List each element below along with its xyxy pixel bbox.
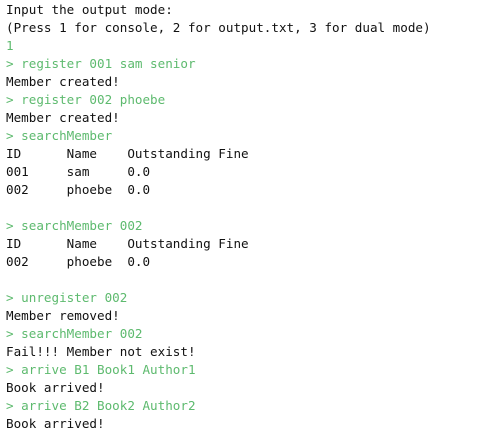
console-output-line: Book arrived!	[6, 416, 105, 431]
console-output-line: Input the output mode:	[6, 2, 173, 17]
console-input-line: > arrive B1 Book1 Author1	[6, 362, 196, 377]
console-output-line	[6, 271, 500, 289]
console-input-line: > searchMember 002	[6, 326, 143, 341]
console-output-line: 002 phoebe 0.0	[6, 254, 151, 269]
console-input-line: > register 001 sam senior	[6, 56, 196, 71]
console-input-line: > unregister 002	[6, 290, 128, 305]
console-output-line: (Press 1 for console, 2 for output.txt, …	[6, 20, 431, 35]
console-output-line: Member created!	[6, 110, 120, 125]
console-output-line: Member created!	[6, 74, 120, 89]
console-output-line: ID Name Outstanding Fine	[6, 236, 249, 251]
console-input-line: > arrive B2 Book2 Author2	[6, 398, 196, 413]
console-output-line: ID Name Outstanding Fine	[6, 146, 249, 161]
console-input-line: > register 002 phoebe	[6, 92, 166, 107]
console-input-line: > searchMember	[6, 128, 113, 143]
console-output-line: 001 sam 0.0	[6, 164, 151, 179]
console-output-line: Member removed!	[6, 308, 120, 323]
console-output-line: 002 phoebe 0.0	[6, 182, 151, 197]
console-output-line: Book arrived!	[6, 380, 105, 395]
console-input-line: 1	[6, 38, 14, 53]
console-output-line: Fail!!! Member not exist!	[6, 344, 196, 359]
console-input-line: > searchMember 002	[6, 218, 143, 233]
console-output-line	[6, 199, 500, 217]
